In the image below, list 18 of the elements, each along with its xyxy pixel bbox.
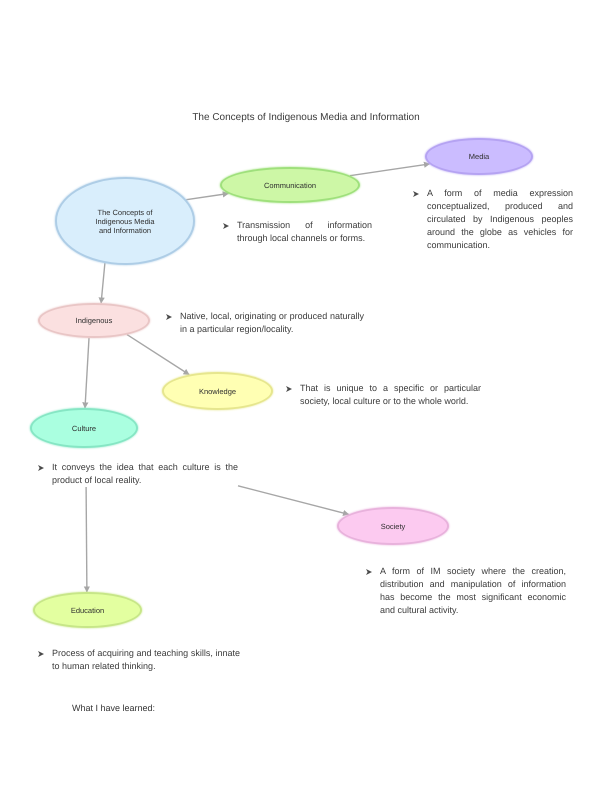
arrow: [82, 338, 90, 409]
description-text: Process of acquiring and teaching skills, innate to human related thinking.: [52, 647, 240, 673]
concept-ellipse: [425, 138, 533, 175]
arrow: [186, 191, 230, 200]
description-text: A form of media expression conceptualized, produced and circulated by Indigenous peoples around the globe as vehicles for communication.: [427, 187, 573, 252]
description-text: It conveys the idea that each culture is the product of local reality.: [52, 461, 238, 487]
arrow: [238, 485, 350, 516]
arrow: [84, 487, 90, 593]
description-text: A form of IM society where the creation, distribution and manipulation of information has become the most significant economic and cultural activity.: [380, 565, 566, 617]
note-text: What I have learned:: [72, 703, 156, 713]
description-text: Native, local, originating or produced naturally in a particular region/locality.: [180, 310, 364, 336]
arrow: [98, 263, 106, 304]
concept-ellipse: [337, 507, 449, 545]
arrow: [350, 162, 430, 176]
diagram-title: The Concepts of Indigenous Media and Information: [192, 112, 420, 123]
description-text: That is unique to a specific or particular society, local culture or to the whole world.: [300, 382, 481, 408]
description-text: Transmission of information through local channels or forms.: [237, 219, 372, 245]
concept-ellipse: [220, 167, 360, 203]
